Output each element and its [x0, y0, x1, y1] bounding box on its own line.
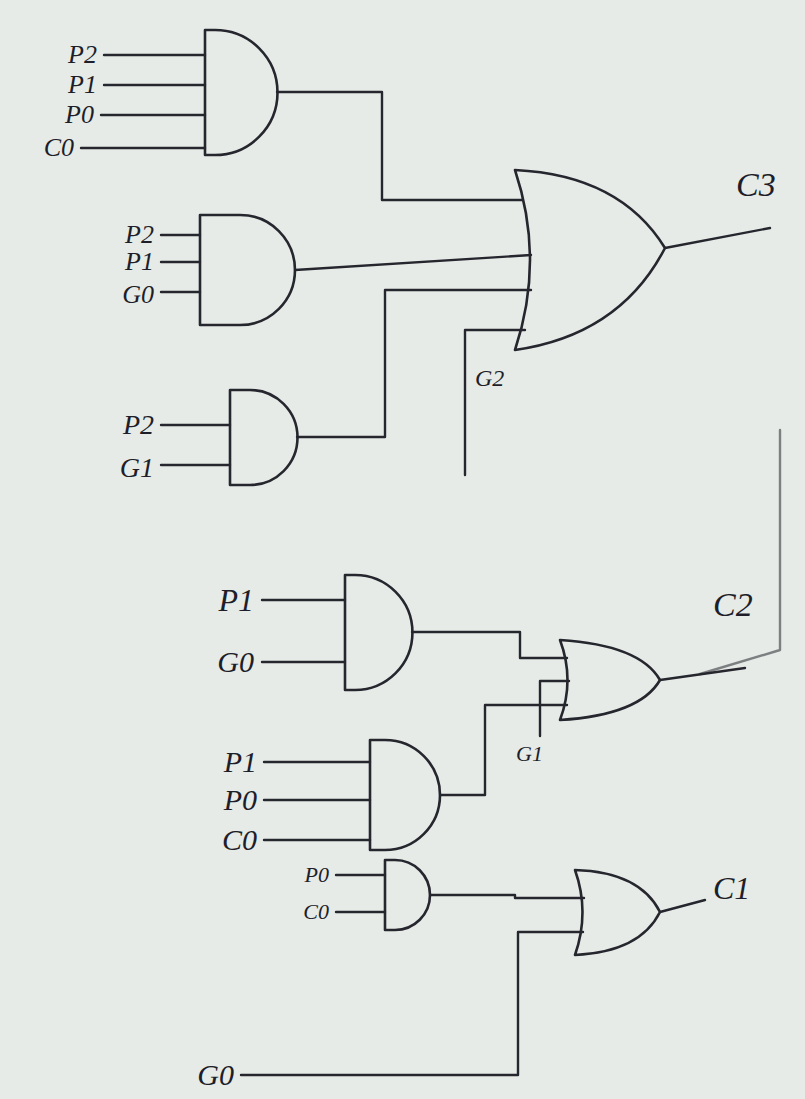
- signal-name: C1: [712, 872, 751, 904]
- wire: [264, 799, 370, 801]
- signal-name: P0: [64, 102, 95, 128]
- signal-name: P2: [124, 222, 155, 248]
- and-gate: [370, 740, 440, 850]
- wire: [295, 255, 531, 270]
- and-gate: [200, 215, 295, 325]
- and-gate: [230, 390, 298, 485]
- signal-name: P2: [122, 411, 155, 439]
- wire: [264, 761, 370, 763]
- wire: [101, 114, 205, 116]
- signal-name: C0: [221, 825, 258, 855]
- or-gate: [575, 870, 660, 955]
- wire: [262, 599, 345, 601]
- wire: [336, 911, 385, 913]
- signal-name: G1: [119, 454, 155, 482]
- and-gate: [205, 30, 278, 155]
- wire: [264, 839, 370, 841]
- wire: [161, 261, 200, 263]
- wire: [104, 84, 205, 86]
- wire: [665, 228, 770, 248]
- signal-name: C3: [735, 168, 777, 202]
- wire: [297, 290, 531, 437]
- or-gate: [560, 640, 660, 720]
- wire: [81, 147, 205, 149]
- wire: [465, 330, 525, 475]
- wire: [412, 632, 567, 658]
- signal-name: G0: [216, 647, 255, 677]
- signal-name: P0: [223, 785, 258, 815]
- wire: [161, 234, 200, 236]
- signal-name: P1: [217, 584, 255, 616]
- wire: [440, 705, 567, 795]
- signal-name: C0: [302, 901, 330, 923]
- wire: [241, 932, 583, 1075]
- signal-name: P1: [223, 747, 258, 777]
- signal-name: P2: [67, 42, 98, 68]
- signal-name: P0: [304, 864, 330, 886]
- wire: [277, 92, 522, 200]
- wire: [660, 900, 705, 912]
- wire: [430, 895, 584, 898]
- wire: [700, 430, 780, 674]
- and-gate: [385, 860, 430, 930]
- or-gate: [515, 170, 665, 350]
- wire: [336, 874, 385, 876]
- signal-name: G0: [121, 282, 155, 308]
- signal-name: P1: [67, 72, 98, 98]
- signal-name: C0: [43, 135, 75, 161]
- signal-name: P1: [124, 249, 155, 275]
- wire: [104, 54, 205, 56]
- signal-name: G2: [474, 366, 505, 390]
- wire: [161, 424, 230, 426]
- signal-name: G1: [515, 743, 544, 765]
- wire: [262, 661, 345, 663]
- signal-name: C2: [712, 588, 754, 622]
- wire: [161, 464, 230, 466]
- wire: [161, 291, 200, 293]
- signal-name: G0: [196, 1060, 235, 1090]
- and-gate: [345, 575, 412, 690]
